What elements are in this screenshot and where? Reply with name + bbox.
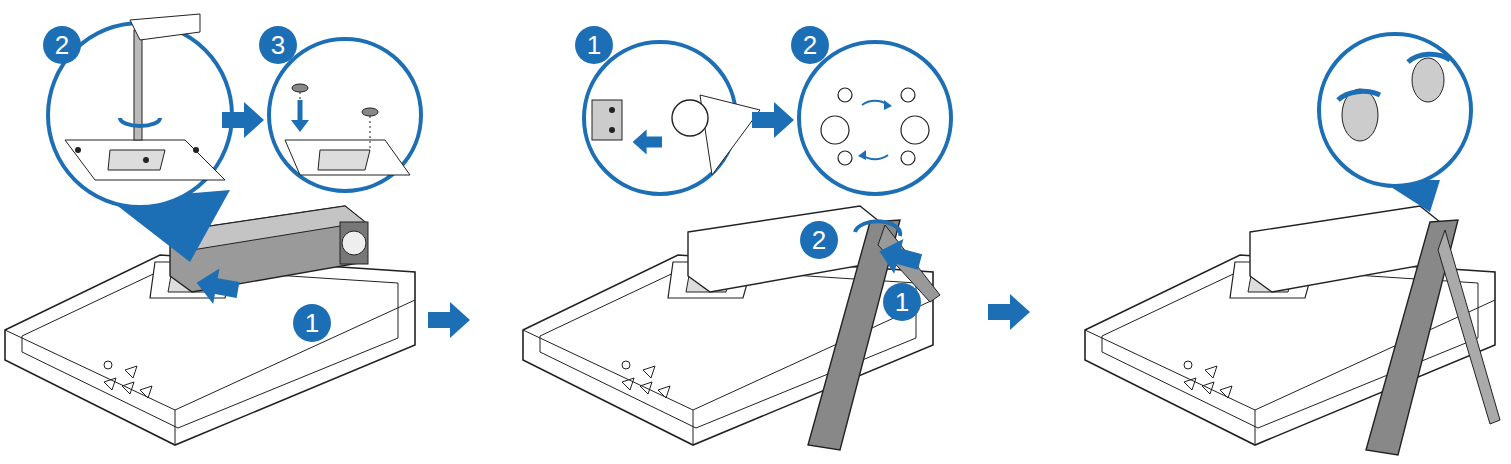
callout-number: 2	[791, 26, 829, 64]
callout-text: 1	[587, 32, 601, 58]
callout-text: 2	[803, 32, 817, 58]
callout-text: 3	[271, 32, 285, 58]
callout-text: 2	[812, 227, 826, 253]
callout-number: 1	[293, 304, 331, 342]
callout-number: 3	[259, 26, 297, 64]
callout-number: 1	[575, 26, 613, 64]
callout-number: 2	[800, 221, 838, 259]
callout-text: 2	[55, 32, 69, 58]
callout-text: 1	[895, 289, 909, 315]
callout-number: 1	[883, 283, 921, 321]
callout-text: 1	[305, 310, 319, 336]
callout-number: 2	[43, 26, 81, 64]
